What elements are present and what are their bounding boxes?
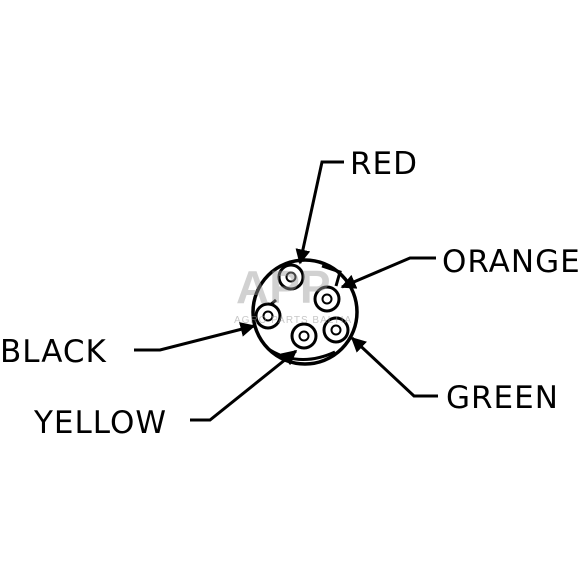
- label-orange: ORANGE: [442, 244, 581, 280]
- watermark-logo: APP: [236, 261, 331, 313]
- watermark-tagline: AGRO PARTS BALTIA: [234, 315, 352, 326]
- pin-orange: [313, 285, 341, 313]
- pin-green: [322, 316, 350, 344]
- pin-yellow: [290, 322, 318, 350]
- label-black: BLACK: [0, 334, 107, 370]
- pin-red: [277, 263, 305, 291]
- label-green: GREEN: [446, 380, 559, 416]
- leader-yellow: [190, 349, 298, 422]
- leader-black: [134, 322, 256, 352]
- leader-green: [350, 336, 438, 398]
- pin-black: [254, 302, 282, 330]
- label-red: RED: [350, 146, 418, 182]
- leader-red: [295, 160, 344, 265]
- leader-orange: [340, 256, 436, 289]
- label-yellow: YELLOW: [33, 405, 167, 441]
